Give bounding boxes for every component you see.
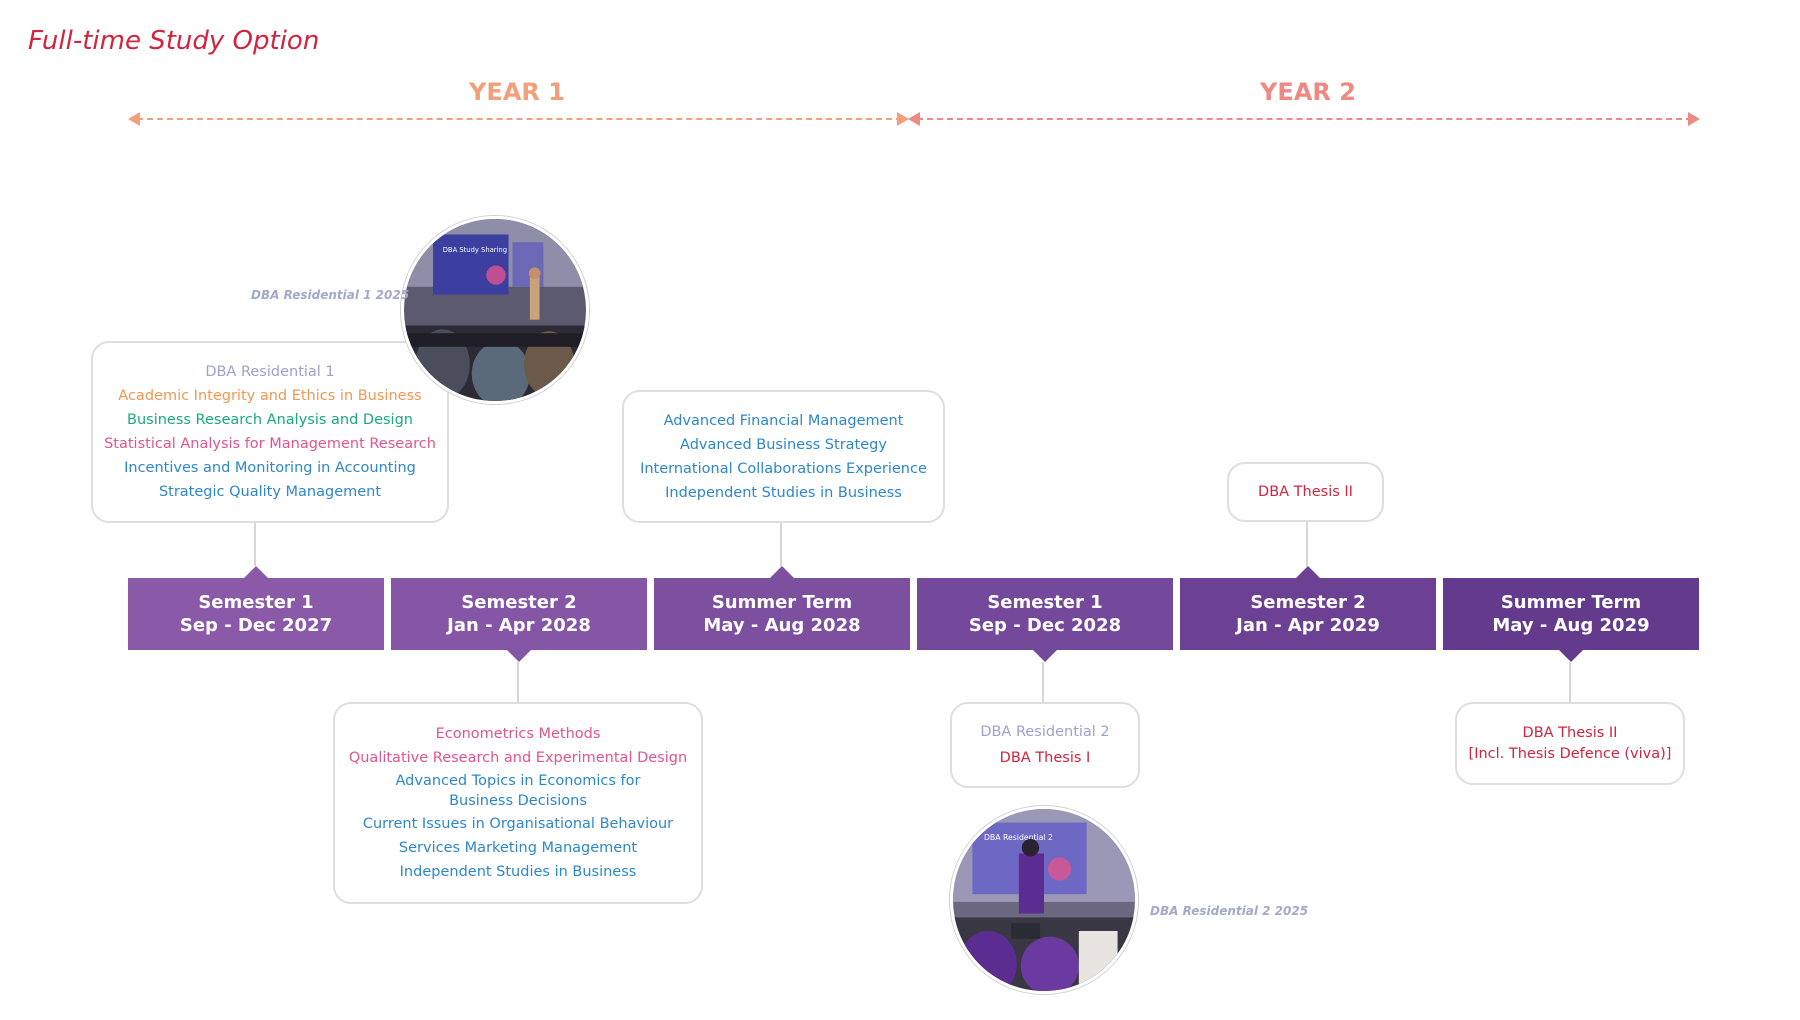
course-item: Advanced Topics in Economics for [395,773,641,789]
notch-up-icon [770,566,794,578]
notch-down-icon [507,650,531,662]
courses-summer-year1: Advanced Financial Management Advanced B… [622,390,945,523]
term-name: Semester 2 [1250,592,1366,613]
course-item: Business Research Analysis and Design [127,412,413,428]
residential-2-caption: DBA Residential 2 2025 [1150,904,1309,918]
term-name: Semester 2 [461,592,577,613]
course-item: Statistical Analysis for Management Rese… [104,436,436,452]
course-item: Econometrics Methods [435,726,601,742]
courses-semester1-year2: DBA Residential 2 DBA Thesis I [950,702,1140,788]
year-2-end-arrow-icon [1688,112,1700,126]
term-dates: Jan - Apr 2028 [447,615,591,636]
course-item: DBA Thesis II [1258,484,1353,500]
course-item: International Collaborations Experience [640,460,927,477]
term-dates: Sep - Dec 2028 [968,615,1122,636]
course-item: DBA Thesis I [999,750,1091,766]
course-item: Academic Integrity and Ethics in Busines… [118,388,422,404]
term-summer-2029: Summer Term May - Aug 2029 [1443,578,1699,662]
course-item: Business Decisions [449,793,587,809]
residential-1-photo: DBA Study Sharing [401,216,589,404]
connector-sem2-y2 [1306,522,1308,566]
page-title: Full-time Study Option [28,26,320,56]
course-item: DBA Residential 1 [205,364,335,380]
course-item: Advanced Financial Management [663,412,904,429]
classroom-photo-icon: DBA Residential 2 [953,809,1135,991]
course-item: Current Issues in Organisational Behavio… [362,816,674,832]
term-name: Semester 1 [198,592,314,613]
term-dates: Jan - Apr 2029 [1236,615,1380,636]
year-1-label: YEAR 1 [469,78,565,106]
courses-semester1-year1: DBA Residential 1 Academic Integrity and… [91,341,449,523]
connector-summer-y1 [780,522,782,566]
notch-up-icon [244,566,268,578]
term-dates: May - Aug 2028 [703,615,861,636]
term-summer-2028: Summer Term May - Aug 2028 [654,566,910,650]
classroom-photo-icon: DBA Study Sharing [404,219,586,401]
course-item: [Incl. Thesis Defence (viva)] [1468,745,1672,762]
course-item: Incentives and Monitoring in Accounting [124,460,416,476]
term-name: Summer Term [1500,592,1642,613]
year-2-start-arrow-icon [908,112,920,126]
course-item: DBA Residential 2 [980,724,1110,740]
year-2-label: YEAR 2 [1260,78,1356,106]
connector-sem2-y1 [517,662,519,702]
connector-sem1-y1 [254,522,256,566]
course-item: Strategic Quality Management [158,484,382,500]
courses-semester2-year1: Econometrics Methods Qualitative Researc… [333,702,703,904]
term-semester1-2028: Semester 1 Sep - Dec 2028 [917,578,1173,662]
year-2-span-line [917,118,1692,120]
notch-down-icon [1559,650,1583,662]
notch-up-icon [1296,566,1320,578]
residential-1-caption: DBA Residential 1 2025 [251,288,410,302]
slide-title: DBA Study Sharing [443,246,507,254]
year-1-span-line [137,118,902,120]
year-1-end-arrow-icon [897,112,909,126]
notch-down-icon [1033,650,1057,662]
connector-summer-y2 [1569,662,1571,702]
course-item: Independent Studies in Business [665,484,902,501]
term-dates: May - Aug 2029 [1492,615,1650,636]
year-1-start-arrow-icon [128,112,140,126]
course-item: Advanced Business Strategy [680,436,887,453]
term-name: Summer Term [711,592,853,613]
term-name: Semester 1 [987,592,1103,613]
course-item: Independent Studies in Business [399,864,637,880]
term-semester1-2027: Semester 1 Sep - Dec 2027 [128,566,384,650]
course-item: DBA Thesis II [1522,724,1618,741]
course-item: Services Marketing Management [398,840,638,856]
courses-semester2-year2: DBA Thesis II [1227,462,1384,522]
course-item: Qualitative Research and Experimental De… [348,750,688,766]
term-dates: Sep - Dec 2027 [179,615,333,636]
connector-sem1-y2 [1042,662,1044,702]
residential-2-photo: DBA Residential 2 [950,806,1138,994]
term-semester2-2028: Semester 2 Jan - Apr 2028 [391,578,647,662]
courses-summer-year2: DBA Thesis II [Incl. Thesis Defence (viv… [1455,702,1685,785]
slide-title: DBA Residential 2 [984,833,1053,842]
term-semester2-2029: Semester 2 Jan - Apr 2029 [1180,566,1436,650]
